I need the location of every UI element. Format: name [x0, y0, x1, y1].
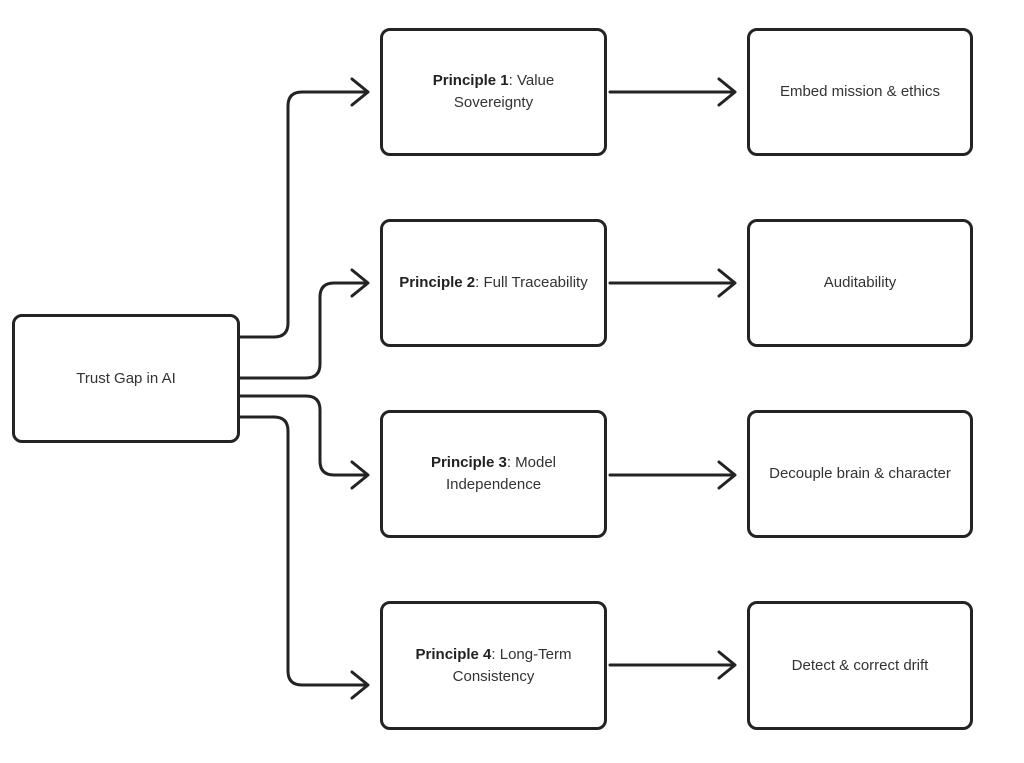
node-principle-1[interactable]: Principle 1: Value Sovereignty [380, 28, 607, 156]
edge-root-to-principle-1 [238, 90, 368, 339]
node-principle-2-label: Principle 2: Full Traceability [397, 272, 590, 294]
node-outcome-2[interactable]: Auditability [747, 219, 973, 347]
arrowhead-outcome-1 [717, 77, 737, 107]
edge-root-to-principle-2 [238, 281, 368, 380]
node-principle-3-label-rest: : Model Independence [445, 454, 557, 493]
node-outcome-1-label: Embed mission & ethics [779, 83, 941, 101]
node-principle-3-label: Principle 3: Model Independence [397, 452, 590, 496]
node-principle-4-label: Principle 4: Long-Term Consistency [397, 644, 590, 688]
node-principle-4-label-rest: : Long-Term Consistency [452, 645, 572, 685]
edge-root-to-principle-3 [238, 394, 368, 477]
node-principle-3-label-bold: Principle 3 [430, 454, 507, 472]
arrowhead-principle-2 [350, 268, 370, 298]
node-principle-4-label-bold: Principle 4 [415, 645, 492, 663]
node-outcome-3-label: Decouple brain & character [769, 465, 951, 483]
node-outcome-3[interactable]: Decouple brain & character [747, 410, 973, 538]
node-principle-1-label: Principle 1: Value Sovereignty [397, 70, 590, 114]
arrowhead-principle-4 [350, 670, 370, 700]
arrowhead-outcome-2 [717, 268, 737, 298]
node-principle-3[interactable]: Principle 3: Model Independence [380, 410, 607, 538]
node-principle-1-label-rest: : Value Sovereignty [453, 72, 555, 111]
node-outcome-4-label: Detect & correct drift [791, 656, 929, 674]
node-outcome-1[interactable]: Embed mission & ethics [747, 28, 973, 156]
node-principle-2-label-rest: : Full Traceability [475, 274, 588, 292]
arrowhead-principle-1 [350, 77, 370, 107]
node-principle-1-label-bold: Principle 1 [432, 72, 509, 90]
arrowhead-outcome-3 [717, 460, 737, 490]
node-principle-2[interactable]: Principle 2: Full Traceability [380, 219, 607, 347]
node-root-label: Trust Gap in AI [76, 369, 176, 387]
node-root-trust-gap[interactable]: Trust Gap in AI [12, 314, 240, 443]
edge-root-to-principle-4 [238, 415, 368, 687]
node-principle-2-label-bold: Principle 2 [399, 274, 476, 292]
arrowhead-principle-3 [350, 460, 370, 490]
arrowhead-outcome-4 [717, 650, 737, 680]
node-outcome-4[interactable]: Detect & correct drift [747, 601, 973, 730]
node-principle-4[interactable]: Principle 4: Long-Term Consistency [380, 601, 607, 730]
node-outcome-2-label: Auditability [823, 274, 897, 292]
